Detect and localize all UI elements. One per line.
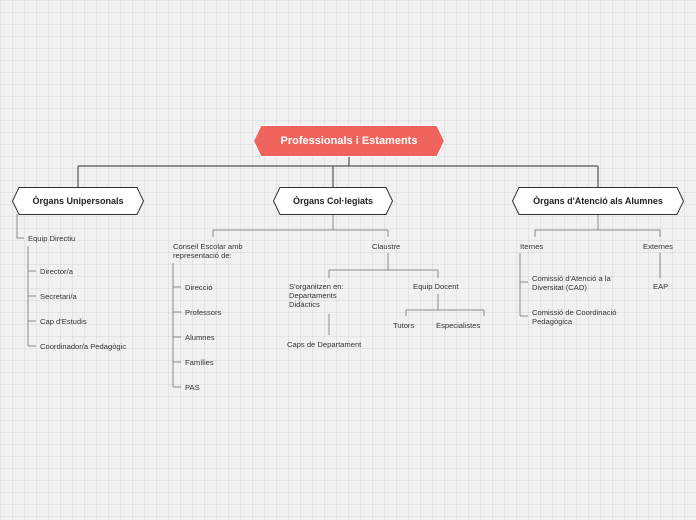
topic-alumnes[interactable]: Alumnes (185, 333, 215, 342)
branch-organs-atencio-alumnes[interactable]: Òrgans d'Atenció als Alumnes (512, 187, 684, 215)
topic-cap-estudis[interactable]: Cap d'Estudis (40, 317, 87, 326)
topic-direccio[interactable]: Direcció (185, 283, 213, 292)
connector-claustre-children (328, 253, 439, 278)
connector-equip-directiu (16, 214, 24, 239)
topic-iternes[interactable]: Iternes (520, 242, 544, 251)
topic-pas[interactable]: PAS (185, 383, 200, 392)
topic-secretari[interactable]: Secretari/a (40, 292, 77, 301)
connector-equip-docent-children (405, 294, 485, 316)
topic-caps-departament[interactable]: Caps de Departament (287, 340, 362, 349)
topic-cad[interactable]: Comissió d'Atenció a la Diversitat (CAD) (532, 274, 611, 292)
topic-comissio-coordinacio[interactable]: Comissió de Coordinació Pedagògica (532, 308, 617, 326)
branch-shape (273, 187, 393, 215)
branch-label: Òrgans d'Atenció als Alumnes (533, 196, 663, 206)
connector-collegiats (212, 215, 389, 237)
branch-organs-unipersonals[interactable]: Òrgans Unipersonals (12, 187, 144, 215)
connector-atencio (534, 215, 661, 237)
topic-director[interactable]: Director/a (40, 267, 73, 276)
branch-label: Òrgans Unipersonals (32, 196, 124, 206)
connector-consell-children (172, 263, 181, 388)
topic-especialistes[interactable]: Especialistes (436, 321, 481, 330)
branch-shape (512, 187, 684, 215)
branch-label: Òrgans Col·legiats (292, 196, 373, 206)
topic-professors[interactable]: Professors (185, 308, 222, 317)
topic-families[interactable]: Famílies (185, 358, 214, 367)
connector-equip-directiu-children (27, 246, 36, 347)
topic-consell-escolar[interactable]: Conseil Escolar amb representació de: (173, 242, 243, 260)
root-topic-label: Professionals i Estaments (280, 135, 418, 147)
topic-eap[interactable]: EAP (653, 282, 669, 291)
branch-organs-collegiats[interactable]: Òrgans Col·legiats (273, 187, 393, 215)
topic-departaments[interactable]: S'organitzen en: Departaments Didàctics (289, 282, 344, 309)
branch-shape (12, 187, 144, 215)
topic-coordinador-pedagogic[interactable]: Coordinador/a Pedagògic (40, 342, 127, 351)
topic-tutors[interactable]: Tutors (393, 321, 415, 330)
connector-iternes-children (519, 253, 528, 317)
topic-externes[interactable]: Externes (643, 242, 673, 251)
root-connector (77, 157, 599, 187)
topic-equip-directiu[interactable]: Equip Directiu (28, 234, 76, 243)
topic-claustre[interactable]: Claustre (372, 242, 401, 251)
root-topic[interactable]: Professionals i Estaments (253, 125, 445, 157)
root-topic-shape (253, 125, 445, 157)
topic-equip-docent[interactable]: Equip Docent (413, 282, 459, 291)
